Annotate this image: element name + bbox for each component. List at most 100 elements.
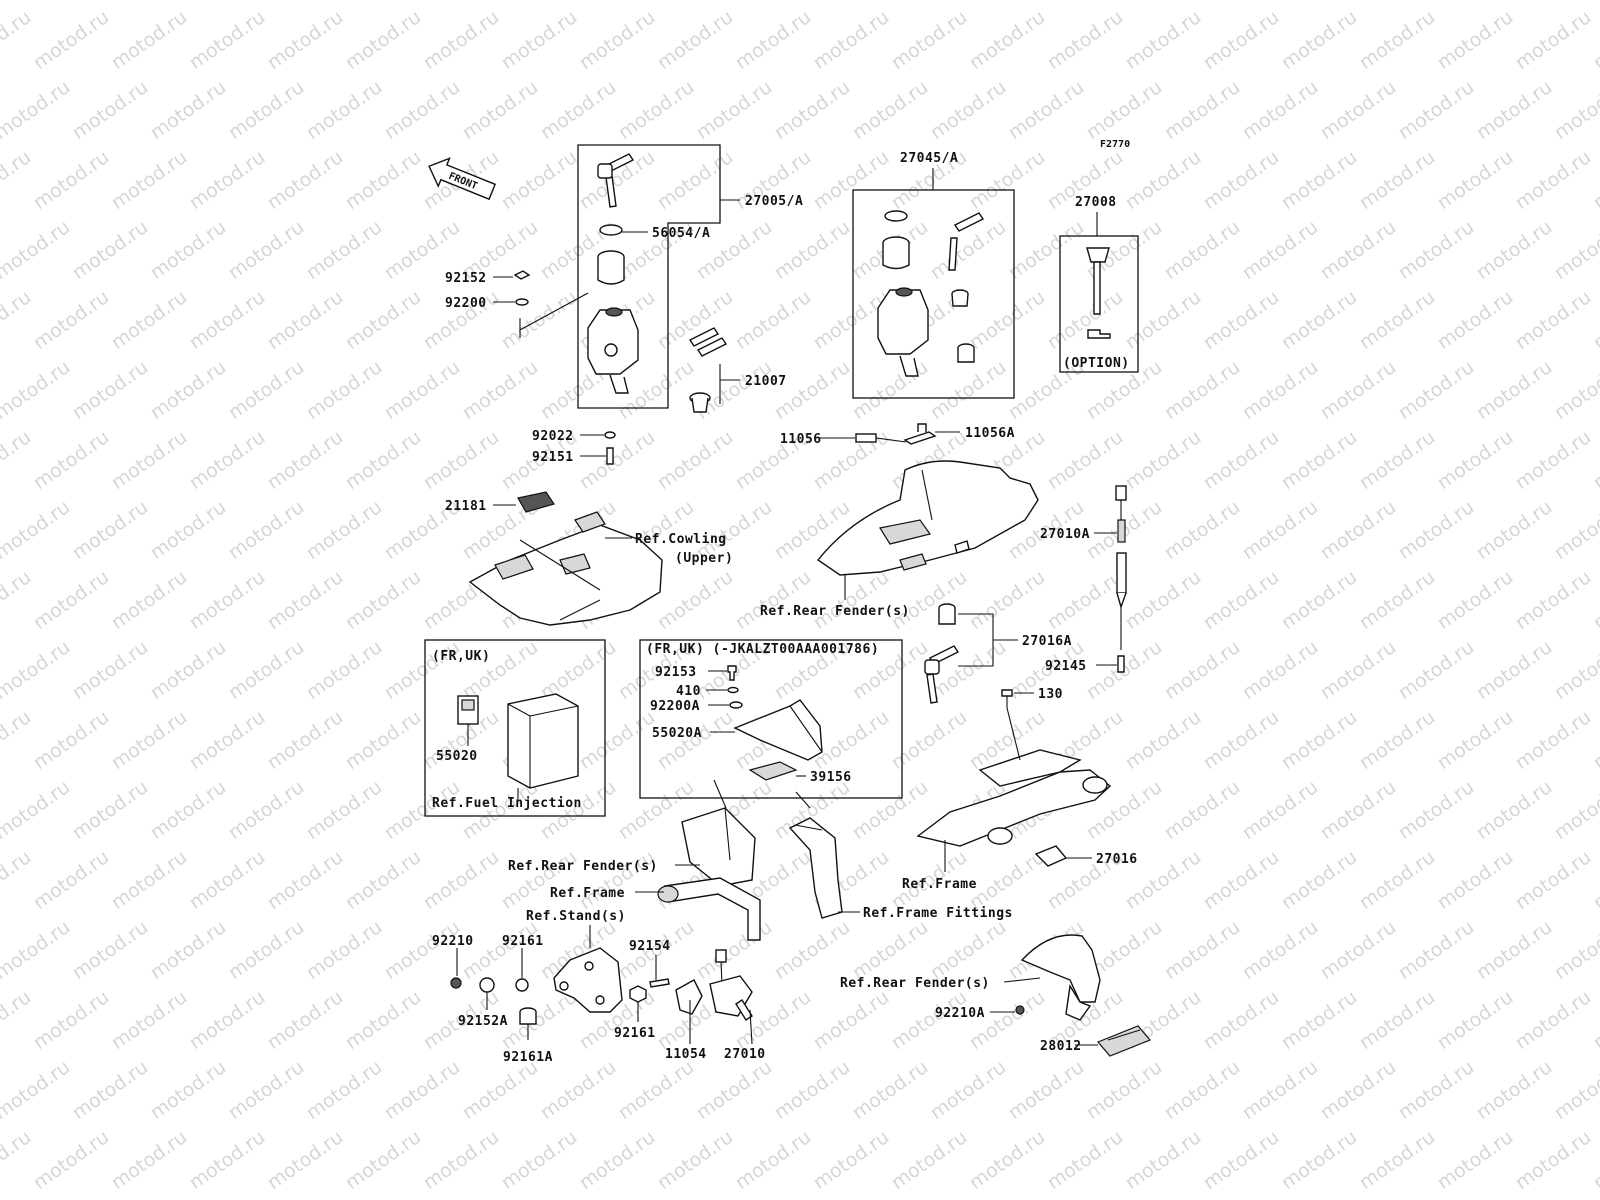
watermark-text: motod.ru: [1511, 846, 1595, 914]
label-92145: 92145: [1045, 659, 1087, 674]
watermark-text: motod.ru: [224, 1056, 308, 1124]
watermark-text: motod.ru: [1355, 1126, 1439, 1194]
watermark-text: motod.ru: [146, 356, 230, 424]
watermark-text: motod.ru: [1550, 636, 1600, 704]
watermark-text: motod.ru: [536, 76, 620, 144]
ref-rear-fender-mid: Ref.Rear Fender(s): [508, 859, 658, 874]
watermark-text: motod.ru: [848, 356, 932, 424]
watermark-text: motod.ru: [965, 146, 1049, 214]
watermark-text: motod.ru: [614, 76, 698, 144]
sensor-27010A-icon: [1115, 485, 1127, 650]
watermark-text: motod.ru: [1472, 216, 1556, 284]
watermark-text: motod.ru: [1355, 566, 1439, 634]
watermark-text: motod.ru: [68, 76, 152, 144]
watermark-text: motod.ru: [1277, 286, 1361, 354]
stand-bracket-icon: [553, 947, 623, 1013]
watermark-text: motod.ru: [1121, 286, 1205, 354]
watermark-text: motod.ru: [146, 0, 230, 4]
watermark-text: motod.ru: [1433, 986, 1517, 1054]
watermark-text: motod.ru: [809, 566, 893, 634]
holder-39156-icon: [748, 761, 798, 781]
watermark-text: motod.ru: [0, 846, 35, 914]
watermark-text: motod.ru: [146, 776, 230, 844]
watermark-text: motod.ru: [692, 0, 776, 4]
watermark-text: motod.ru: [575, 1126, 659, 1194]
watermark-text: motod.ru: [809, 1126, 893, 1194]
watermark-text: motod.ru: [302, 636, 386, 704]
watermark-text: motod.ru: [458, 636, 542, 704]
watermark-text: motod.ru: [1394, 76, 1478, 144]
watermark-text: motod.ru: [1160, 1056, 1244, 1124]
label-92200: 92200: [445, 296, 487, 311]
watermark-text: motod.ru: [770, 76, 854, 144]
label-55020: 55020: [436, 749, 478, 764]
frame-tube-icon: [657, 877, 761, 941]
watermark-text: motod.ru: [1082, 1056, 1166, 1124]
watermark-text: motod.ru: [497, 146, 581, 214]
watermark-text: motod.ru: [68, 636, 152, 704]
watermark-text: motod.ru: [926, 1056, 1010, 1124]
watermark-text: motod.ru: [0, 1126, 35, 1194]
watermark-text: motod.ru: [1550, 356, 1600, 424]
watermark-text: motod.ru: [692, 916, 776, 984]
watermark-text: motod.ru: [1238, 76, 1322, 144]
watermark-text: motod.ru: [107, 986, 191, 1054]
washer-92200-icon: [515, 298, 529, 306]
label-92210: 92210: [432, 934, 474, 949]
ref-frame-left: Ref.Frame: [550, 886, 625, 901]
watermark-text: motod.ru: [185, 846, 269, 914]
watermark-text: motod.ru: [1277, 146, 1361, 214]
watermark-text: motod.ru: [0, 916, 74, 984]
label-39156: 39156: [810, 770, 852, 785]
watermark-text: motod.ru: [536, 0, 620, 4]
washer-92022-icon: [604, 431, 616, 439]
watermark-text: motod.ru: [263, 6, 347, 74]
ref-frame-right: Ref.Frame: [902, 877, 977, 892]
lockset-washer-icon: [884, 210, 908, 222]
watermark-text: motod.ru: [302, 356, 386, 424]
watermark-text: motod.ru: [1160, 76, 1244, 144]
watermark-text: motod.ru: [1394, 216, 1478, 284]
watermark-text: motod.ru: [380, 76, 464, 144]
watermark-text: motod.ru: [1589, 426, 1600, 494]
watermark-text: motod.ru: [848, 916, 932, 984]
watermark-text: motod.ru: [653, 426, 737, 494]
label-92153: 92153: [655, 665, 697, 680]
watermark-text: motod.ru: [146, 216, 230, 284]
label-130: 130: [1038, 687, 1063, 702]
watermark-text: motod.ru: [1511, 1126, 1595, 1194]
watermark-text: motod.ru: [692, 1056, 776, 1124]
watermark-text: motod.ru: [1394, 636, 1478, 704]
label-92210A: 92210A: [935, 1006, 985, 1021]
watermark-text: motod.ru: [29, 6, 113, 74]
spare-key-set-icon: [688, 327, 728, 413]
watermark-text: motod.ru: [1238, 496, 1322, 564]
watermark-text: motod.ru: [185, 6, 269, 74]
watermark-text: motod.ru: [1355, 6, 1439, 74]
watermark-text: motod.ru: [68, 916, 152, 984]
label-92200A: 92200A: [650, 699, 700, 714]
watermark-text: motod.ru: [68, 496, 152, 564]
watermark-text: motod.ru: [1043, 6, 1127, 74]
watermark-text: motod.ru: [185, 146, 269, 214]
watermark-text: motod.ru: [1082, 0, 1166, 4]
watermark-text: motod.ru: [107, 286, 191, 354]
washer-92200A-icon: [729, 701, 743, 709]
lockset-cap-icon: [951, 289, 969, 307]
watermark-text: motod.ru: [1277, 6, 1361, 74]
reflector-28012-icon: [1096, 1025, 1152, 1057]
watermark-text: motod.ru: [224, 356, 308, 424]
watermark-text: motod.ru: [1433, 6, 1517, 74]
rear-fender-icon: [816, 460, 1039, 576]
watermark-text: motod.ru: [380, 1056, 464, 1124]
label-option: (OPTION): [1063, 356, 1130, 371]
fr-uk-bracket-box: [639, 639, 903, 799]
label-11056: 11056: [780, 432, 822, 447]
watermark-text: motod.ru: [1589, 846, 1600, 914]
watermark-text: motod.ru: [926, 0, 1010, 4]
watermark-text: motod.ru: [848, 1056, 932, 1124]
watermark-text: motod.ru: [1589, 706, 1600, 774]
watermark-text: motod.ru: [380, 636, 464, 704]
watermark-text: motod.ru: [1199, 426, 1283, 494]
watermark-text: motod.ru: [497, 846, 581, 914]
